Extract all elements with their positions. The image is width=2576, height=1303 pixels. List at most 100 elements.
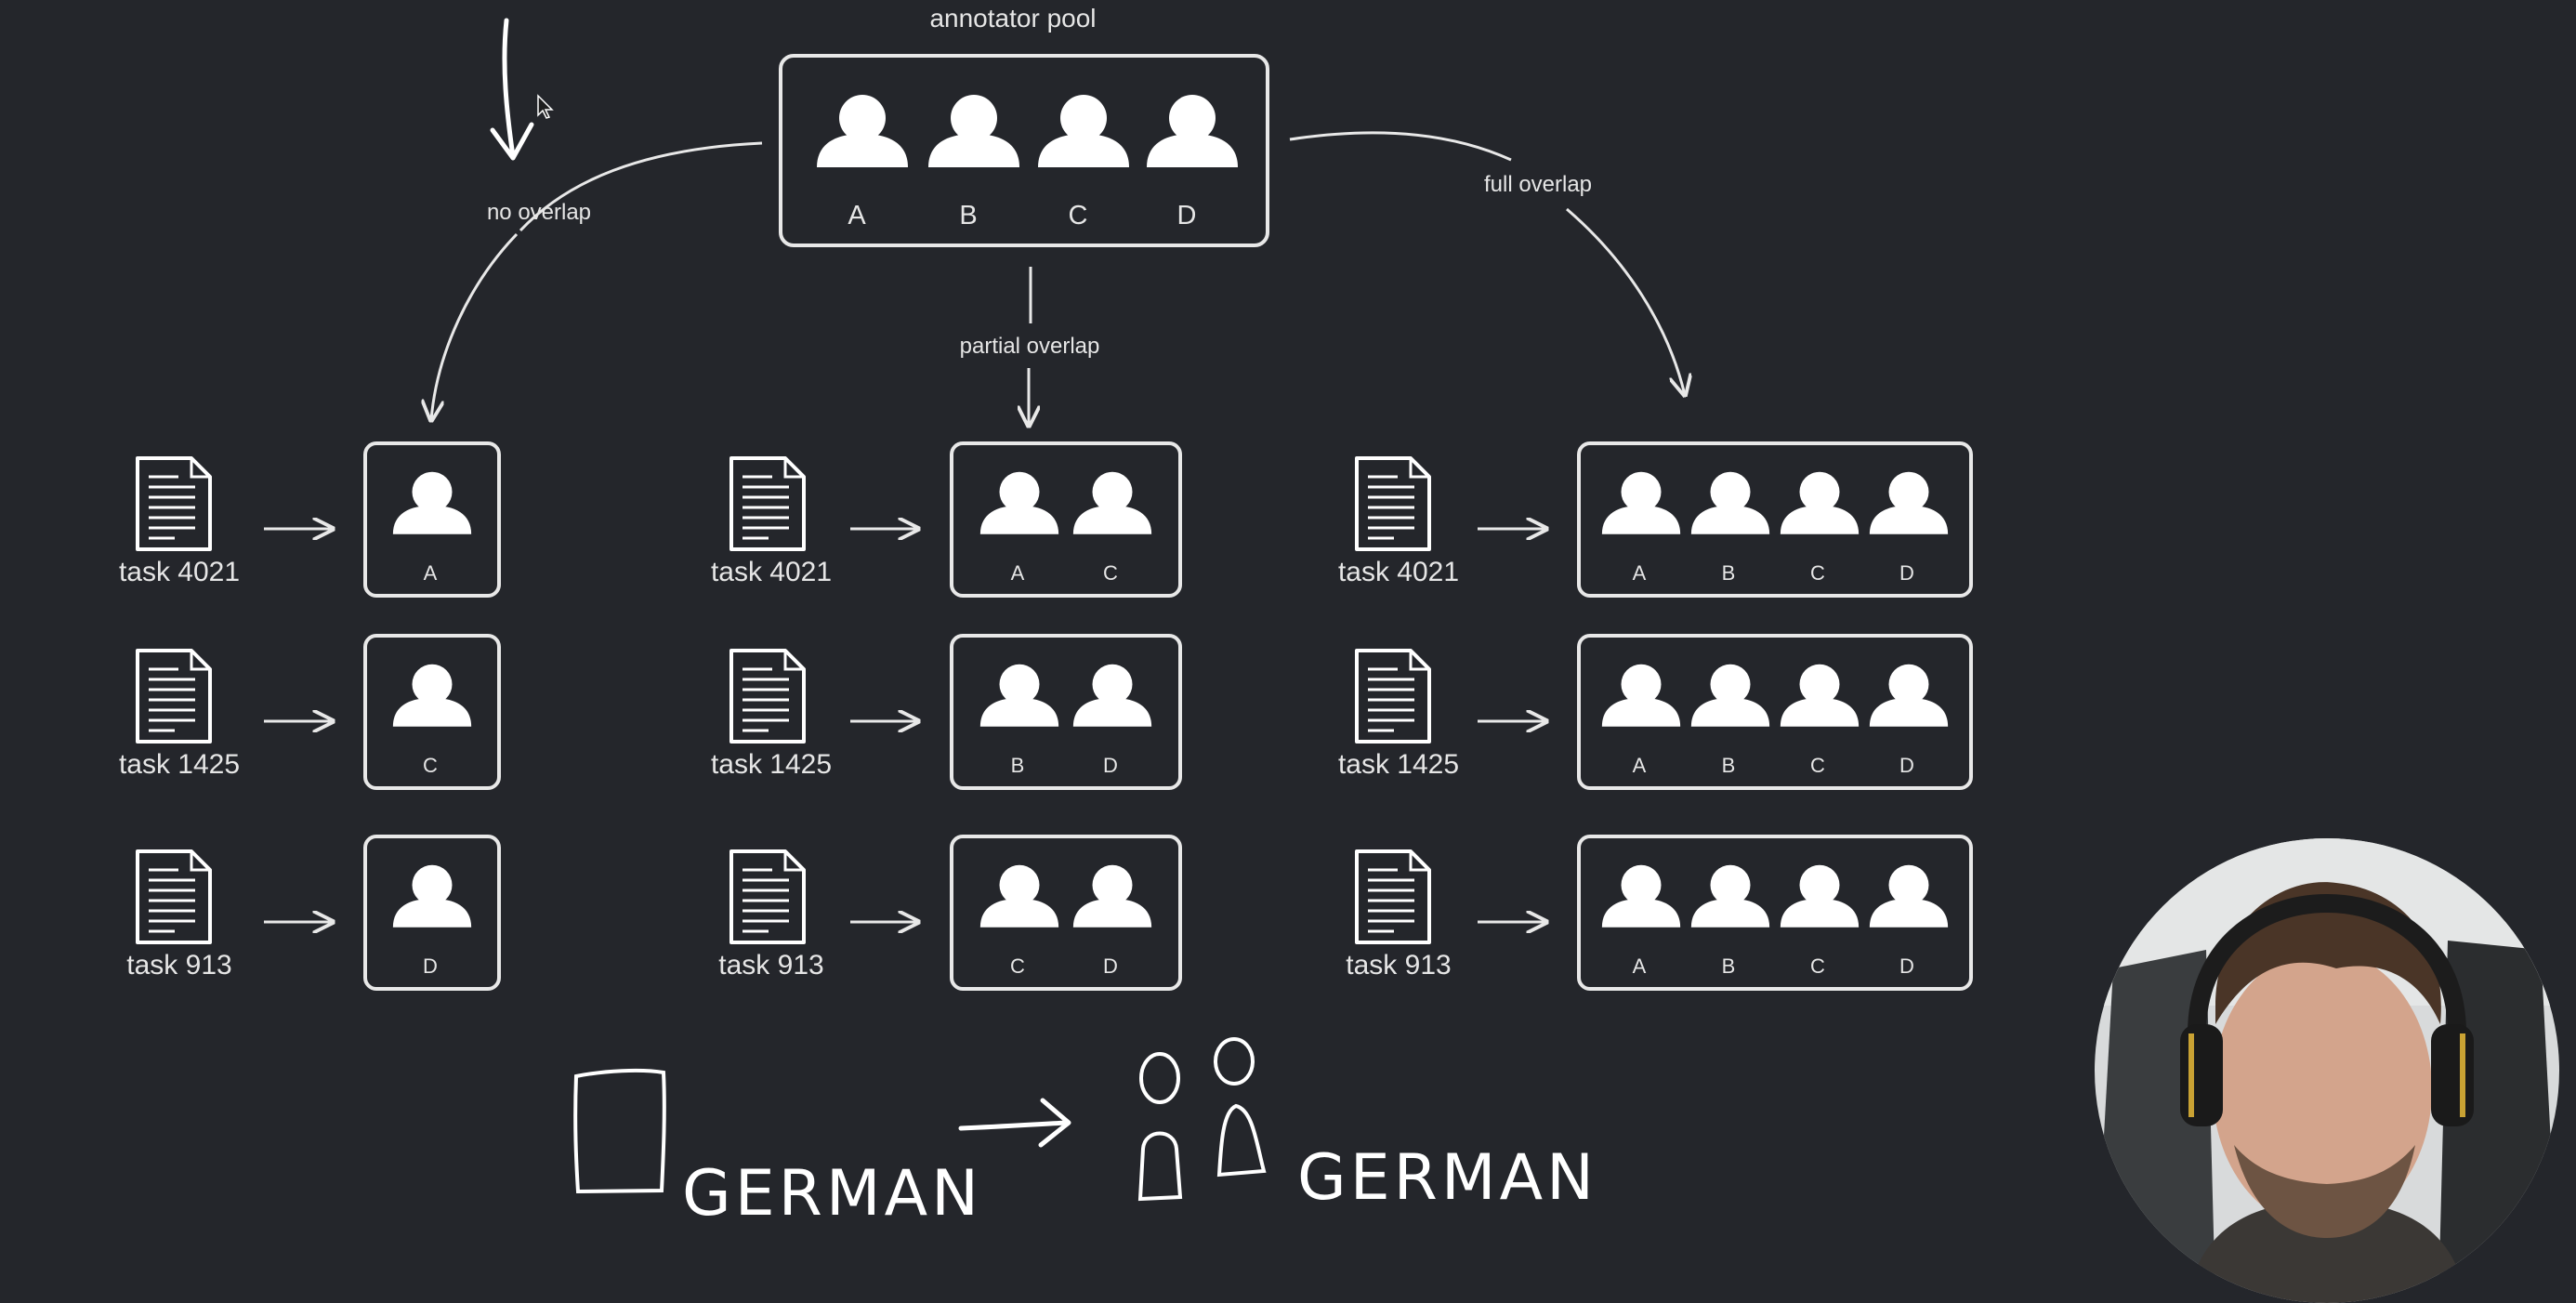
handwriting-german-right: GERMAN [1297,1141,1597,1215]
annotator-c-icon [1038,95,1129,167]
annotator-d-icon [1869,864,1949,928]
annotator-group-box [950,634,1182,790]
annotator-letter: C [1810,754,1825,777]
annotator-d-icon [392,864,472,928]
task-row-no-overlap: task 1425 C [119,634,501,790]
annotator-group-box [363,634,501,790]
task-row-full-overlap: task 913 A B C D [1346,835,1973,991]
task-row-full-overlap: task 4021 A B C D [1338,441,1973,598]
task-label: task 1425 [1338,749,1459,780]
task-row-partial-overlap: task 913 C D [718,835,1182,991]
annotator-pool-box [779,54,1269,247]
document-icon [729,456,806,551]
annotator-b-icon [979,664,1059,727]
annotator-letter: D [1899,561,1914,585]
document-icon [729,849,806,944]
annotator-letter: C [423,754,438,777]
document-icon [1355,849,1431,944]
full-overlap-arrow-lower [1566,207,1685,395]
annotator-d-icon [1869,471,1949,534]
annotator-letter: C [1010,954,1025,978]
annotator-letter: D [1103,754,1118,777]
task-label: task 4021 [711,557,832,587]
annotator-group-box [1577,835,1973,991]
task-label: task 1425 [711,749,832,780]
annotator-letter: A [424,561,438,585]
annotator-group-box [363,835,501,991]
webcam-presenter-video [2095,838,2559,1303]
annotator-group-box [950,441,1182,598]
annotator-letter: C [1810,561,1825,585]
annotator-a-icon [817,95,908,167]
annotator-d-icon [1147,95,1238,167]
handwriting-german-left: GERMAN [682,1157,982,1231]
task-row-no-overlap: task 4021 A [119,441,501,598]
annotator-b-icon [1690,471,1770,534]
document-icon [1355,456,1431,551]
task-label: task 1425 [119,749,240,780]
annotator-letter: A [1011,561,1025,585]
annotator-c-icon [979,864,1059,928]
no-overlap-arrow [519,141,763,232]
handdrawn-document-icon [573,1068,666,1194]
label-no-overlap: no overlap [487,200,591,225]
annotator-letter: D [423,954,438,978]
annotator-b-icon [1690,864,1770,928]
annotator-letter: B [1011,754,1025,777]
annotator-letter: C [1069,201,1088,230]
pool-title: annotator pool [929,4,1096,33]
annotator-group-box [1577,441,1973,598]
annotator-a-icon [392,471,472,534]
annotator-letter: A [1633,954,1647,978]
annotator-group-box [1577,634,1973,790]
task-label: task 4021 [119,557,240,587]
full-overlap-arrow [1289,131,1512,162]
annotator-group-box [363,441,501,598]
annotator-c-icon [1780,864,1860,928]
document-icon [136,456,212,551]
annotator-c-icon [392,664,472,727]
annotator-letter: C [1103,561,1118,585]
annotator-letter: D [1103,954,1118,978]
annotator-letter: A [848,201,866,230]
handdrawn-down-arrow [490,18,534,161]
annotator-a-icon [1601,864,1681,928]
task-row-partial-overlap: task 4021 A C [711,441,1182,598]
annotator-d-icon [1072,664,1152,727]
annotator-letter: C [1810,954,1825,978]
task-label: task 913 [1346,950,1451,981]
task-label: task 913 [126,950,231,981]
document-icon [729,649,806,744]
annotator-c-icon [1780,664,1860,727]
document-icon [1355,649,1431,744]
annotator-letter: D [1899,754,1914,777]
annotator-c-icon [1780,471,1860,534]
annotator-b-icon [928,95,1019,167]
task-label: task 4021 [1338,557,1459,587]
annotator-letter: D [1177,201,1197,230]
annotator-d-icon [1869,664,1949,727]
annotator-letter: B [959,201,977,230]
mouse-cursor-icon [537,94,554,119]
task-row-full-overlap: task 1425 A B C D [1338,634,1973,790]
annotator-letter: D [1899,954,1914,978]
annotator-a-icon [1601,664,1681,727]
task-label: task 913 [718,950,823,981]
document-icon [136,849,212,944]
task-row-partial-overlap: task 1425 B D [711,634,1182,790]
annotator-pool-people: A B C D [817,95,1238,230]
annotator-b-icon [1690,664,1770,727]
annotator-d-icon [1072,864,1152,928]
task-row-no-overlap: task 913 D [126,835,501,991]
annotator-letter: B [1722,561,1736,585]
annotator-a-icon [979,471,1059,534]
annotator-letter: A [1633,754,1647,777]
annotator-letter: B [1722,754,1736,777]
annotator-letter: A [1633,561,1647,585]
handdrawn-people-icon [1137,1037,1267,1202]
annotator-letter: B [1722,954,1736,978]
handdrawn-right-arrow [958,1098,1071,1148]
annotator-group-box [950,835,1182,991]
annotator-a-icon [1601,471,1681,534]
